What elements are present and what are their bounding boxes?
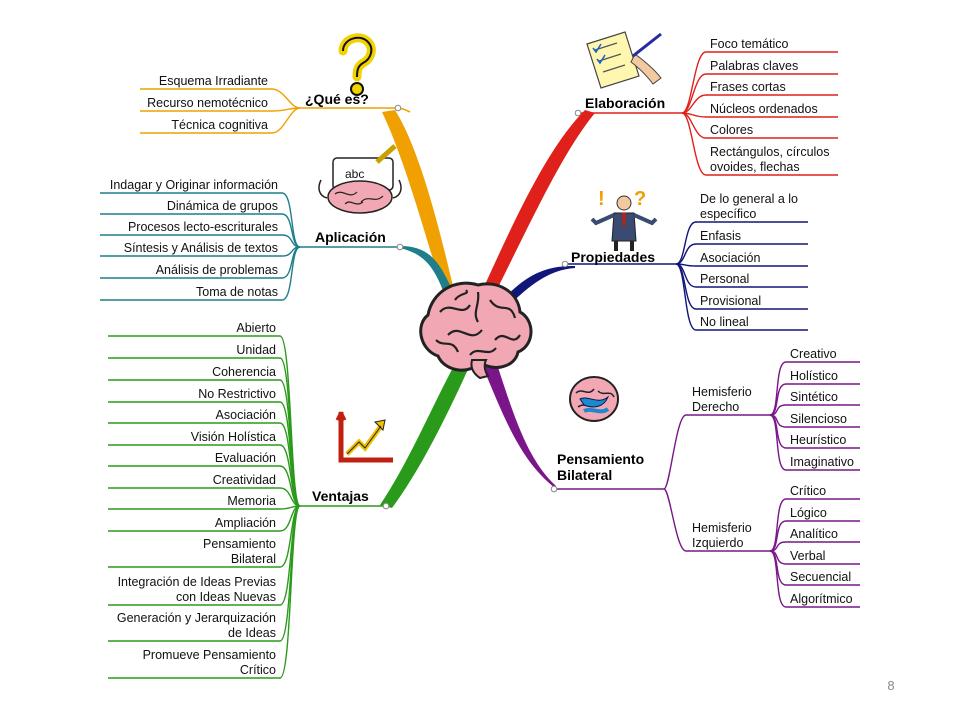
connector-line (100, 246, 301, 301)
list-item: Imaginativo (790, 455, 854, 469)
connector-line (100, 213, 301, 248)
connector-line (663, 488, 770, 552)
list-item: Recurso nemotécnico (147, 96, 268, 110)
branch-node (550, 485, 558, 493)
branch-title-propiedades: Propiedades (571, 249, 655, 265)
list-item: Enfasis (700, 229, 741, 243)
list-item: Esquema Irradiante (159, 74, 268, 88)
checklist-hand-icon (586, 31, 662, 89)
list-item: Memoria (227, 494, 276, 508)
branch-node (394, 104, 402, 112)
list-item: Toma de notas (196, 285, 278, 299)
list-item: Visión Holística (191, 430, 276, 444)
list-item: Abierto (236, 321, 276, 335)
branch-title-aplicacion: Aplicación (315, 229, 386, 245)
list-item: Crítico (790, 484, 826, 498)
trunk-ventajas (380, 362, 470, 508)
list-item: Coherencia (212, 365, 276, 379)
trunk-bilateral (480, 358, 556, 488)
list-item: Creatividad (213, 473, 276, 487)
list-item: Colores (710, 123, 753, 137)
list-item: Análisis de problemas (156, 263, 278, 277)
connector-line (140, 88, 301, 109)
list-item: Sintético (790, 390, 838, 404)
list-item: Procesos lecto-escriturales (128, 220, 278, 234)
central-brain-icon (419, 281, 533, 380)
connector-line (769, 520, 860, 552)
svg-text:?: ? (634, 188, 646, 210)
list-item: Silencioso (790, 412, 847, 426)
list-item: Secuencial (790, 570, 851, 584)
list-item: Creativo (790, 347, 837, 361)
connector-line (769, 383, 860, 416)
connector-line (108, 487, 301, 507)
connector-line (681, 73, 838, 114)
brain-writing-icon: abc (318, 144, 402, 214)
svg-text:abc: abc (345, 167, 364, 181)
list-item: Palabras claves (710, 59, 798, 73)
connector-line (140, 107, 301, 134)
list-item: Síntesis y Análisis de textos (124, 241, 278, 255)
brain-hemispheres-icon (569, 376, 619, 422)
trunk-que-es (382, 110, 455, 298)
list-item: Personal (700, 272, 749, 286)
businessman-thinking-icon: ! ? (590, 188, 658, 251)
svg-text:!: ! (598, 188, 605, 210)
branch-node (396, 243, 404, 251)
connector-line (675, 243, 808, 265)
connector-line (108, 505, 301, 679)
growth-arrow-icon (335, 411, 393, 463)
connector-line (681, 94, 838, 114)
list-item: Técnica cognitiva (171, 118, 268, 132)
list-item: Verbal (790, 549, 825, 563)
list-item: Ampliación (215, 516, 276, 530)
branch-node (561, 260, 569, 268)
trunk-elaboracion (478, 110, 595, 303)
connector-line (663, 414, 770, 490)
list-item: Provisional (700, 294, 761, 308)
list-item: Analítico (790, 527, 838, 541)
list-item: Heurístico (790, 433, 846, 447)
connector-line (681, 51, 838, 114)
list-item: No lineal (700, 315, 749, 329)
list-item: Dinámica de grupos (167, 199, 278, 213)
branch-title-elaboracion: Elaboración (585, 95, 665, 111)
list-item: Asociación (700, 251, 760, 265)
list-item: Núcleos ordenados (710, 102, 818, 116)
list-item: Asociación (216, 408, 276, 422)
list-item: Foco temático (710, 37, 789, 51)
connector-line (100, 234, 301, 248)
list-item: Evaluación (215, 451, 276, 465)
connector-line (681, 112, 838, 176)
connector-line (769, 550, 860, 608)
page-number: 8 (887, 678, 894, 693)
connector-line (769, 414, 860, 471)
connector-line (675, 263, 808, 331)
list-item: No Restrictivo (198, 387, 276, 401)
list-item: Holístico (790, 369, 838, 383)
list-item: Indagar y Originar información (110, 178, 278, 192)
branch-node (382, 502, 390, 510)
list-item: Algorítmico (790, 592, 853, 606)
branch-title-ventajas: Ventajas (312, 488, 369, 504)
question-mark-icon (338, 33, 376, 96)
list-item: Frases cortas (710, 80, 786, 94)
list-item: Lógico (790, 506, 827, 520)
connector-line (108, 465, 301, 507)
branch-title-que-es: ¿Qué es? (305, 91, 369, 107)
list-item: Unidad (236, 343, 276, 357)
branch-node (574, 109, 582, 117)
